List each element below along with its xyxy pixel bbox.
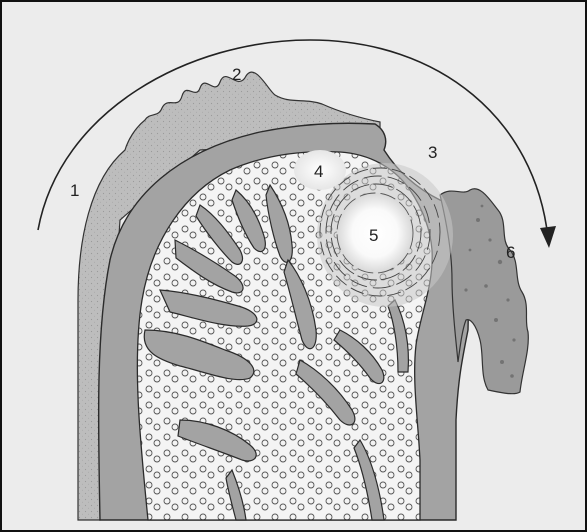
label-4: 4: [314, 162, 323, 181]
label-6: 6: [506, 243, 515, 262]
label-2: 2: [232, 65, 241, 84]
label-1: 1: [70, 181, 79, 200]
arrow-head-icon: [540, 226, 556, 248]
label-5: 5: [369, 226, 378, 245]
label-3: 3: [428, 143, 437, 162]
